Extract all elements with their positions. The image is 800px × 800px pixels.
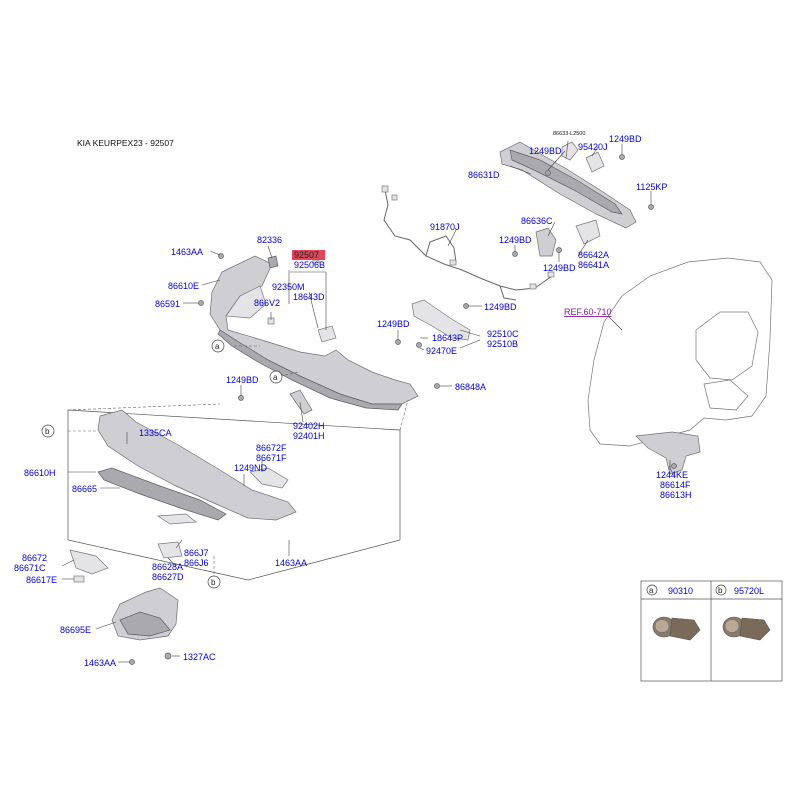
label-86614f[interactable]: 86614F [660, 480, 691, 490]
label-86613h[interactable]: 86613H [660, 490, 692, 500]
label-86610e[interactable]: 86610E [168, 281, 199, 291]
label-1249bd-g[interactable]: 1249BD [226, 375, 259, 385]
label-91870j[interactable]: 91870J [430, 222, 460, 232]
label-18643d[interactable]: 18643D [293, 292, 325, 302]
label-866v2[interactable]: 866V2 [254, 298, 280, 308]
label-86695e[interactable]: 86695E [60, 625, 91, 635]
diagram-title: KIA KEURPEX23 - 92507 [77, 138, 174, 148]
label-92470e[interactable]: 92470E [426, 346, 457, 356]
label-86848a[interactable]: 86848A [455, 382, 486, 392]
label-92510c[interactable]: 92510C [487, 329, 519, 339]
sensor-95720l-image [722, 616, 771, 641]
wiring-harness [381, 185, 555, 301]
label-1249bd-b[interactable]: 1249BD [609, 134, 642, 144]
label-86665[interactable]: 86665 [72, 484, 97, 494]
bumper-fasteners [198, 253, 469, 415]
callout-a-bumper: a [211, 339, 225, 353]
label-82336[interactable]: 82336 [257, 235, 282, 245]
label-1244ke[interactable]: 1244KE [656, 470, 688, 480]
label-92506b[interactable]: 92506B [294, 260, 325, 270]
sensor-legend: a 90310 b 95720L [640, 580, 783, 682]
rear-bracket [411, 299, 471, 341]
label-86641a[interactable]: 86641A [578, 260, 609, 270]
label-1249bd-f[interactable]: 1249BD [377, 319, 410, 329]
label-86636c[interactable]: 86636C [521, 216, 553, 226]
label-1249bd-d[interactable]: 1249BD [543, 263, 576, 273]
label-1463aa-a[interactable]: 1463AA [171, 247, 203, 257]
label-866j7[interactable]: 866J7 [184, 548, 209, 558]
label-86628a[interactable]: 86628A [152, 562, 183, 572]
svg-text:a: a [273, 373, 278, 382]
label-86591[interactable]: 86591 [155, 299, 180, 309]
label-1249nd[interactable]: 1249ND [234, 463, 268, 473]
legend-b-part[interactable]: 95720L [734, 586, 764, 596]
label-86631d[interactable]: 86631D [468, 170, 500, 180]
label-92402h[interactable]: 92402H [293, 421, 325, 431]
label-1327ac[interactable]: 1327AC [183, 652, 216, 662]
label-86633: 86633-L2500 [553, 131, 585, 137]
label-18643p[interactable]: 18643P [432, 333, 463, 343]
label-86672f[interactable]: 86672F [256, 443, 287, 453]
label-86642a[interactable]: 86642A [578, 250, 609, 260]
callout-a-bumper-2: a [269, 370, 283, 384]
label-1249bd-a[interactable]: 1249BD [529, 146, 562, 156]
label-92401h[interactable]: 92401H [293, 431, 325, 441]
leader-lines [61, 140, 675, 663]
label-86610h[interactable]: 86610H [24, 468, 56, 478]
label-1249bd-e[interactable]: 1249BD [484, 302, 517, 312]
legend-b-letter: b [718, 586, 723, 595]
bumper-cover [209, 255, 419, 411]
label-86627d[interactable]: 86627D [152, 572, 184, 582]
label-1463aa-b[interactable]: 1463AA [275, 558, 307, 568]
label-86671f[interactable]: 86671F [256, 453, 287, 463]
splash-guard [111, 587, 179, 665]
highlight-92507 [292, 250, 325, 260]
svg-text:b: b [45, 427, 50, 436]
side-trim [69, 549, 109, 583]
label-1463aa-c[interactable]: 1463AA [84, 658, 116, 668]
label-ref-60-710[interactable]: REF.60-710 [564, 307, 612, 317]
sensor-90310-image [652, 616, 701, 641]
label-95420j[interactable]: 95420J [578, 142, 608, 152]
part-labels: 86633-L2500 1249BD 95420J 1249BD 86631D … [14, 131, 692, 668]
label-92510b[interactable]: 92510B [487, 339, 518, 349]
svg-text:b: b [211, 578, 216, 587]
quarter-panel [587, 257, 773, 475]
label-1125kp[interactable]: 1125KP [636, 182, 667, 192]
svg-text:a: a [215, 342, 220, 351]
label-86617e[interactable]: 86617E [26, 575, 57, 585]
label-92350m[interactable]: 92350M [272, 282, 305, 292]
label-86672[interactable]: 86672 [22, 553, 47, 563]
legend-a-part[interactable]: 90310 [668, 586, 693, 596]
lower-diffuser [97, 409, 297, 559]
label-86671c[interactable]: 86671C [14, 563, 46, 573]
label-866j6[interactable]: 866J6 [184, 558, 209, 568]
label-1249bd-c[interactable]: 1249BD [499, 235, 532, 245]
lower-group-frame [67, 399, 409, 581]
legend-a-letter: a [649, 586, 654, 595]
callout-b-diffuser-2: b [207, 575, 221, 589]
callout-b-diffuser: b [41, 424, 55, 438]
label-1335ca[interactable]: 1335CA [139, 428, 172, 438]
label-92507[interactable]: 92507 [294, 250, 319, 260]
